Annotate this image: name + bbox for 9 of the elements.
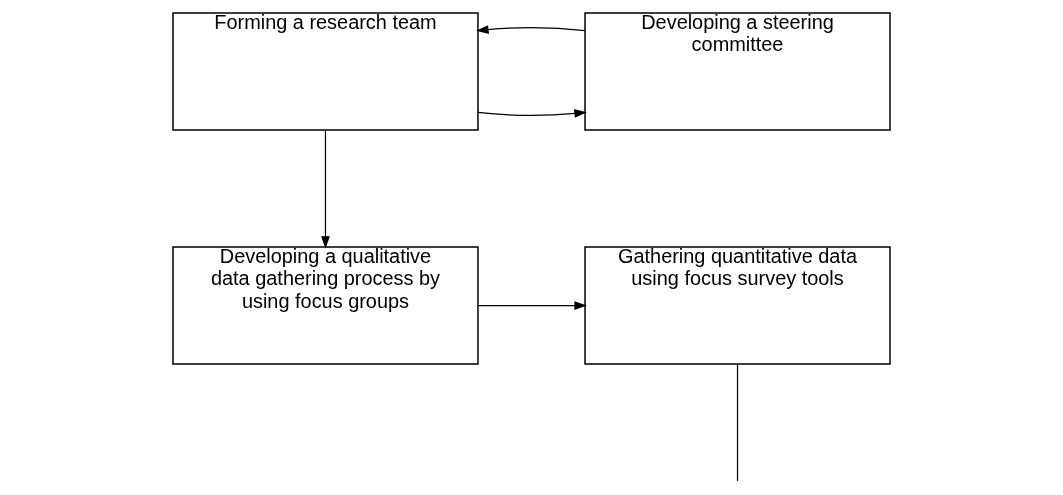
arrow bbox=[476, 25, 586, 34]
node-box: Forming a research team bbox=[172, 12, 479, 131]
node-box: Developing a qualitative data gathering process by using focus groups bbox=[172, 246, 479, 365]
connector bbox=[736, 363, 739, 482]
arrow bbox=[477, 109, 587, 118]
node-box: Developing a steering committee bbox=[584, 12, 891, 131]
arrow bbox=[321, 130, 330, 249]
arrow bbox=[477, 301, 587, 310]
node-box: Gathering quantitative data using focus survey tools bbox=[584, 246, 891, 365]
